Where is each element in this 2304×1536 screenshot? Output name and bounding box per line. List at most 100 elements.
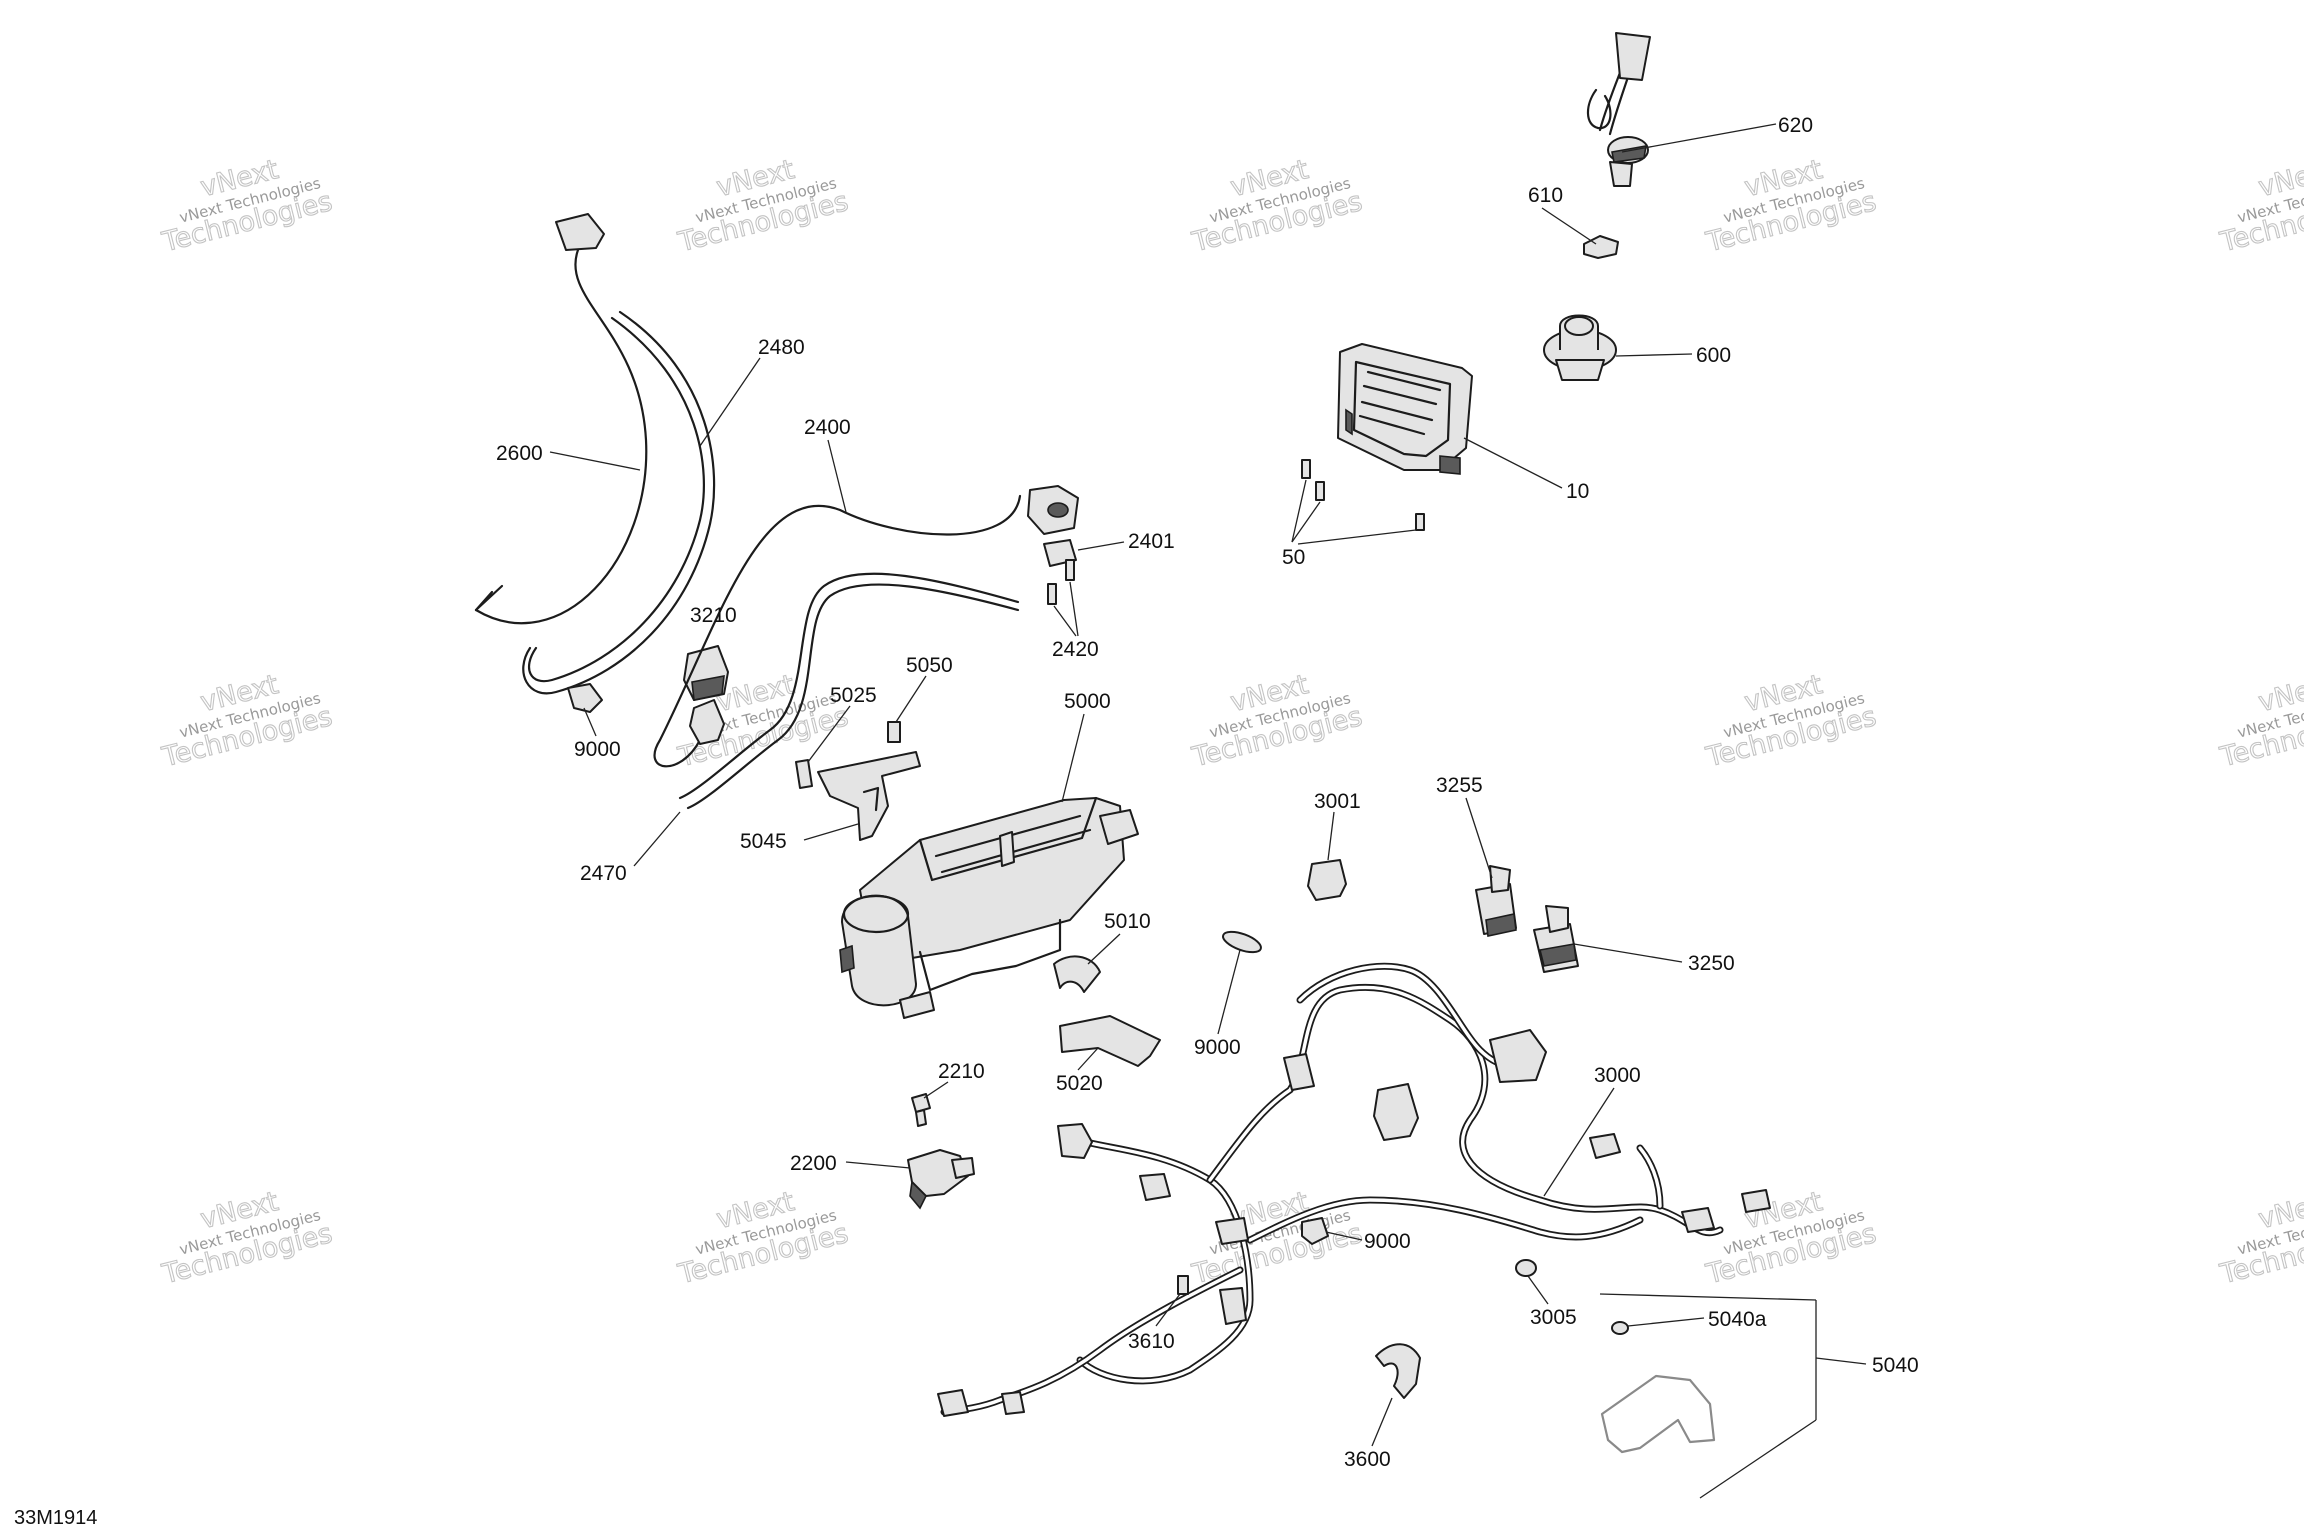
- callout-label: 2420: [1052, 638, 1099, 661]
- callout-label: 3600: [1344, 1448, 1391, 1471]
- leader-line: [1573, 943, 1683, 963]
- callout-layer: 6206106001050248026002400240124203210900…: [496, 114, 1919, 1499]
- callout-3005: 3005: [1527, 1275, 1577, 1329]
- callout-label: 9000: [574, 738, 621, 761]
- callout-label: 5050: [906, 654, 953, 677]
- leader-line: [1291, 501, 1321, 543]
- callout-label: 5040a: [1708, 1308, 1767, 1331]
- leader-line: [583, 707, 597, 737]
- control-module-part-5000: [839, 796, 1139, 1019]
- callout-label: 5045: [740, 830, 787, 853]
- leader-line: [895, 675, 927, 723]
- callout-10: 10: [1463, 437, 1589, 503]
- callout-label: 10: [1566, 480, 1589, 503]
- key-lanyard-part-620: [1586, 32, 1651, 187]
- callout-label: 3255: [1436, 774, 1483, 797]
- callout-5000: 5000: [1061, 690, 1111, 803]
- callout-3210: 3210: [690, 604, 737, 627]
- callout-9000c: 9000: [1325, 1230, 1411, 1253]
- leader-line: [549, 451, 641, 471]
- bracket-part-5020: [1059, 1015, 1161, 1067]
- bracket-part-5040: [1600, 1374, 1716, 1454]
- leader-line: [1297, 529, 1417, 545]
- callout-label: 9000: [1364, 1230, 1411, 1253]
- switch-part-3250: [1533, 905, 1579, 973]
- clip-part-9000-upper: [567, 683, 603, 713]
- clamp-part-3600: [1375, 1343, 1421, 1399]
- leader-line: [1527, 1275, 1549, 1305]
- leader-line: [1069, 581, 1079, 637]
- callout-label: 5010: [1104, 910, 1151, 933]
- leader-line: [1541, 207, 1597, 245]
- switch-part-3255: [1475, 865, 1517, 937]
- callout-label: 3250: [1688, 952, 1735, 975]
- leader-line: [1615, 353, 1693, 357]
- screws-part-50: [1301, 459, 1425, 531]
- bolt-part-2210: [911, 1093, 931, 1127]
- leader-line: [1155, 1293, 1181, 1327]
- callout-2470: 2470: [580, 811, 681, 885]
- leader-line: [1077, 1047, 1099, 1071]
- leader-line: [1599, 1293, 1817, 1301]
- callout-5025: 5025: [807, 684, 877, 763]
- leader-line: [1325, 1231, 1363, 1241]
- leader-line: [923, 1081, 949, 1099]
- callout-50: 50: [1282, 479, 1417, 569]
- callout-5040a: 5040a: [1627, 1308, 1767, 1331]
- relay-part-3001: [1307, 859, 1347, 901]
- callout-5045: 5045: [740, 823, 859, 853]
- hose-part-2470: [678, 572, 1020, 810]
- callout-label: 2401: [1128, 530, 1175, 553]
- callout-3600: 3600: [1344, 1397, 1393, 1471]
- leader-line: [845, 1161, 911, 1169]
- leader-line: [1621, 123, 1777, 153]
- bolt-part-5050: [887, 721, 901, 743]
- nut-part-5040a: [1611, 1321, 1629, 1335]
- screw-part-3610: [1177, 1275, 1189, 1295]
- callout-3250: 3250: [1573, 943, 1735, 975]
- switch-part-2401: [1027, 485, 1079, 567]
- callout-610: 610: [1528, 184, 1597, 245]
- callout-2400: 2400: [804, 416, 851, 513]
- leader-line: [1371, 1397, 1393, 1447]
- callout-label: 3005: [1530, 1306, 1577, 1329]
- relay-part-3210: [683, 645, 729, 701]
- callout-label: 5025: [830, 684, 877, 707]
- ignition-switch-part-600: [1543, 314, 1617, 381]
- wiring-harness-part-3000: [937, 962, 1771, 1417]
- leader-line: [1087, 933, 1121, 965]
- callout-label: 2470: [580, 862, 627, 885]
- callout-2420: 2420: [1052, 581, 1099, 661]
- callout-2210: 2210: [923, 1060, 985, 1099]
- figure-id: 33M1914: [14, 1507, 97, 1529]
- bracket-part-5025: [795, 759, 813, 789]
- hose-part-2480: [522, 310, 716, 695]
- leader-line: [1465, 797, 1493, 879]
- callout-label: 3210: [690, 604, 737, 627]
- bracket-part-5045: [817, 751, 921, 841]
- callout-5050: 5050: [895, 654, 953, 723]
- callout-label: 50: [1282, 546, 1305, 569]
- callout-5010: 5010: [1087, 910, 1151, 965]
- leader-line: [1627, 1317, 1705, 1327]
- callout-620: 620: [1621, 114, 1813, 153]
- callout-label: 5020: [1056, 1072, 1103, 1095]
- sensor-part-2200: [907, 1149, 975, 1210]
- callout-3001: 3001: [1314, 790, 1361, 861]
- leader-line: [633, 811, 681, 867]
- leader-line: [1291, 479, 1307, 543]
- callout-label: 600: [1696, 344, 1731, 367]
- callout-9000a: 9000: [574, 707, 621, 761]
- callout-label: 2200: [790, 1152, 837, 1175]
